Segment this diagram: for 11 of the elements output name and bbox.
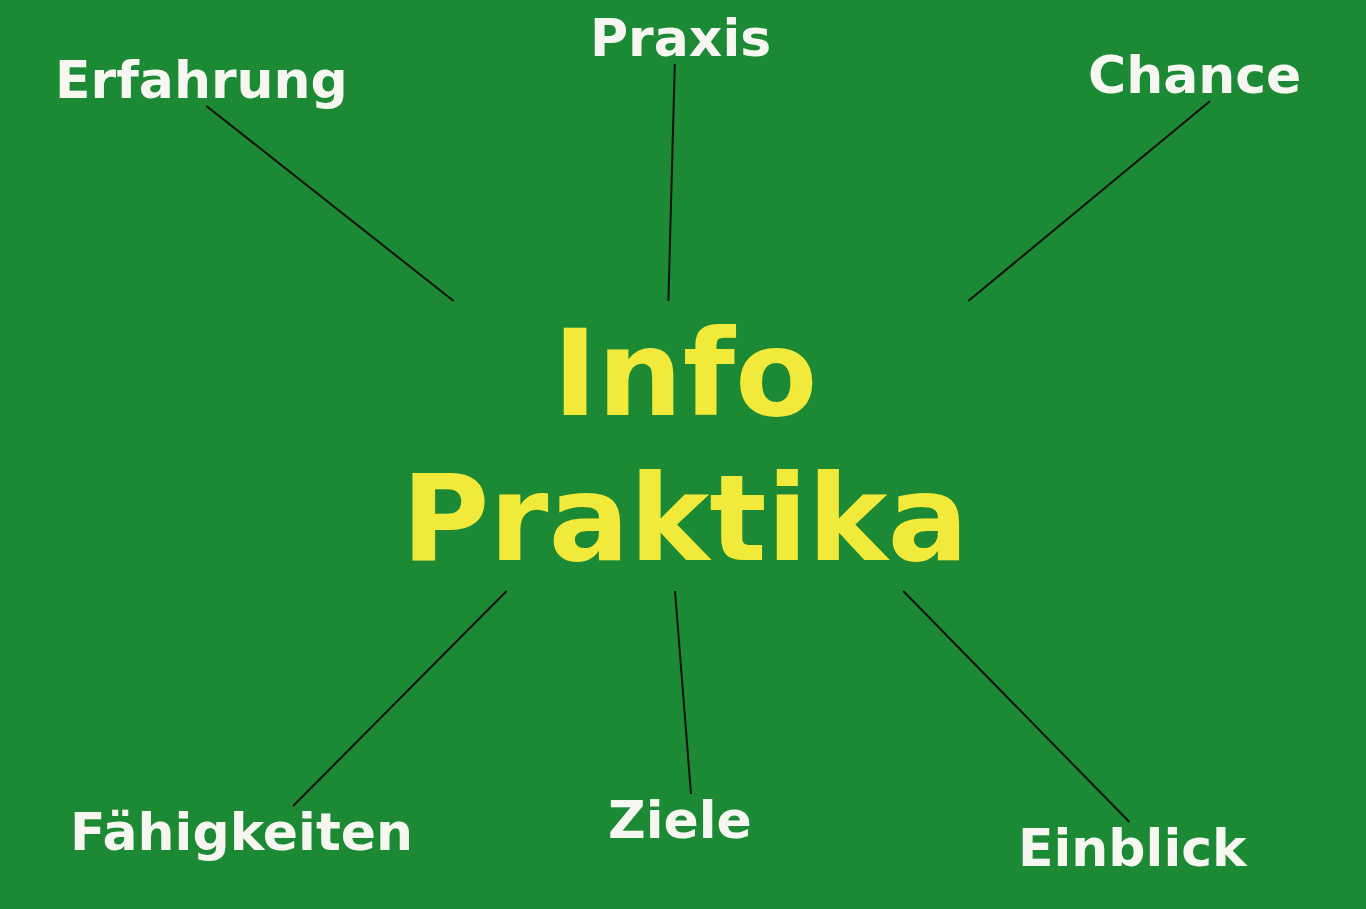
keyword-text: Einblick bbox=[1018, 822, 1247, 874]
connector-line bbox=[205, 105, 455, 302]
keyword-text: Ziele bbox=[608, 794, 752, 846]
central-topic-text: Info Praktika bbox=[385, 301, 985, 591]
connector-line bbox=[674, 590, 692, 795]
connector-line bbox=[292, 590, 508, 807]
keyword-text: Chance bbox=[1088, 49, 1302, 101]
connector-line bbox=[667, 63, 676, 302]
connector-line bbox=[967, 100, 1212, 302]
keyword-text: Praxis bbox=[590, 12, 772, 64]
connector-line bbox=[902, 590, 1131, 823]
